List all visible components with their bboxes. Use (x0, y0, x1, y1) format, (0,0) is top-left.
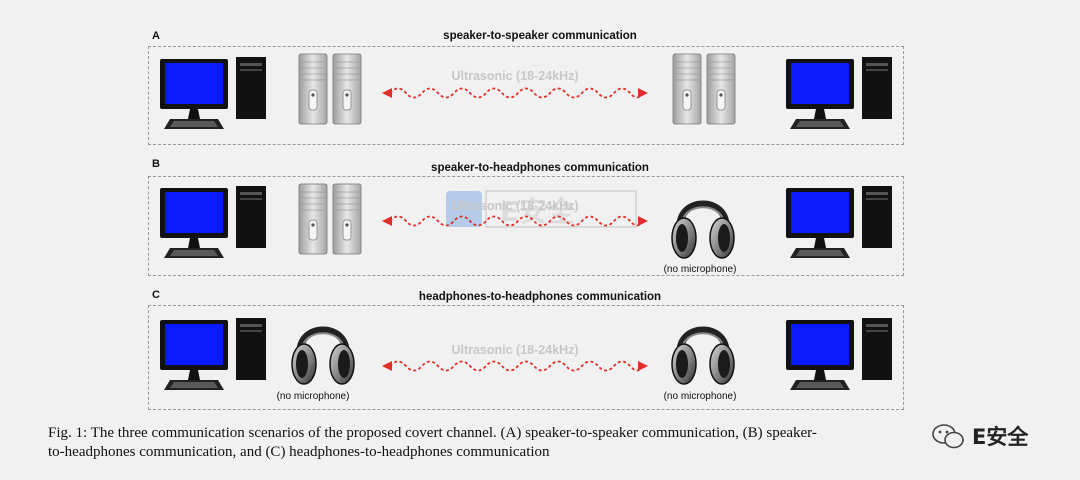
caption-line-2: to-headphones communication, and (C) hea… (48, 444, 550, 460)
headphones-icon (288, 308, 358, 388)
headphones-icon (668, 308, 738, 388)
computer-icon (160, 57, 270, 135)
caption-line-1: Fig. 1: The three communication scenario… (48, 425, 817, 441)
wave-icon (380, 210, 650, 232)
panel-c-box (148, 305, 904, 410)
wechat-logo-icon: E安全 (928, 418, 1078, 454)
watermark-logo: E安全 (446, 190, 637, 228)
no-microphone-note: (no microphone) (663, 264, 737, 275)
computer-icon (160, 186, 270, 264)
panel-c-letter: C (152, 289, 160, 301)
signal-label: Ultrasonic (18-24kHz) (451, 199, 579, 213)
corner-watermark: E安全 (928, 418, 1078, 454)
watermark-corner-text: E安全 (972, 425, 1029, 449)
no-microphone-note: (no microphone) (663, 391, 737, 402)
computer-icon (786, 186, 896, 264)
signal-label: Ultrasonic (18-24kHz) (451, 343, 579, 357)
no-microphone-note: (no microphone) (276, 391, 350, 402)
wave-icon (380, 355, 650, 377)
panel-c-title: headphones-to-headphones communication (418, 291, 662, 303)
watermark-center-text: E安全 (500, 195, 576, 228)
computer-icon (160, 318, 270, 396)
panel-a-box (148, 46, 904, 145)
speakers-icon (672, 52, 736, 126)
panel-a-letter: A (152, 30, 160, 42)
panel-b-letter: B (152, 158, 160, 170)
headphones-icon (668, 182, 738, 262)
computer-icon (786, 57, 896, 135)
figure-caption: Fig. 1: The three communication scenario… (48, 424, 1048, 462)
computer-icon (786, 318, 896, 396)
panel-b-box (148, 176, 904, 276)
wave-icon (380, 82, 650, 104)
speakers-icon (298, 182, 362, 256)
panel-a-title: speaker-to-speaker communication (443, 30, 637, 42)
signal-label: Ultrasonic (18-24kHz) (451, 69, 579, 83)
panel-b-title: speaker-to-headphones communication (431, 162, 649, 174)
speakers-icon (298, 52, 362, 126)
